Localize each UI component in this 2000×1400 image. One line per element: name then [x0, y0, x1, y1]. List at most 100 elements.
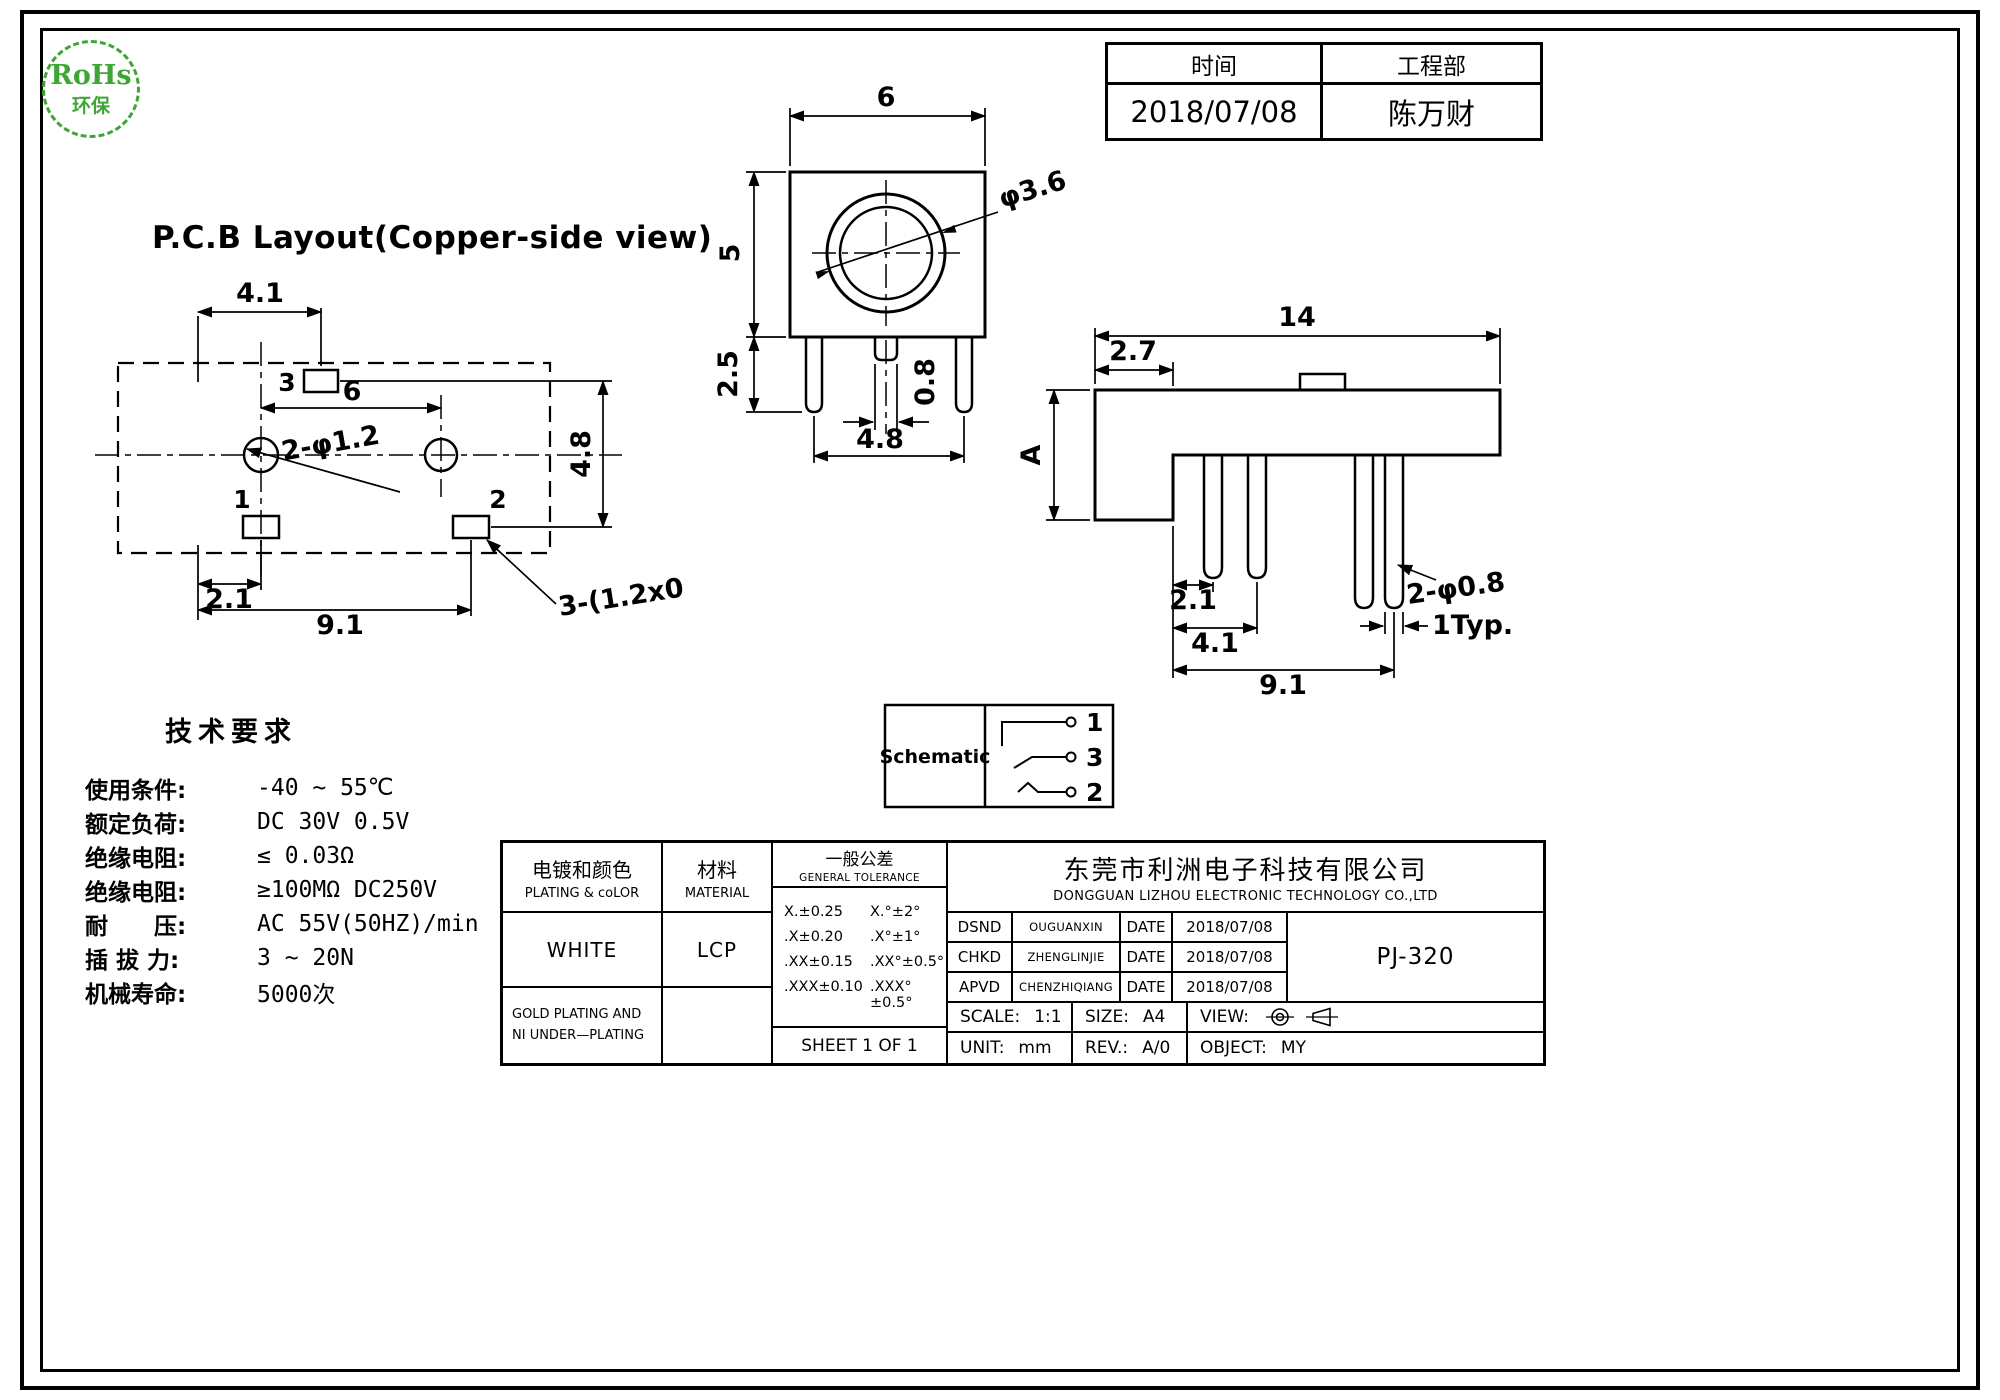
- side-dim-9-1: 9.1: [1259, 670, 1307, 701]
- front-dim-barrel: φ3.6: [995, 165, 1070, 215]
- tech-req-item: 耐 压: AC 55V(50HZ)/min: [85, 907, 515, 941]
- tolerance-value: X.°±2°: [870, 903, 921, 920]
- object-label: OBJECT:: [1200, 1038, 1267, 1058]
- front-dim-pin: 0.8: [910, 358, 941, 406]
- material-header-en: MATERIAL: [684, 885, 750, 901]
- schematic-pin2-label: 2: [1086, 778, 1103, 807]
- sheet-cell: SHEET 1 OF 1: [773, 1028, 948, 1063]
- header-dept-label: 工程部: [1323, 45, 1540, 85]
- tolerance-value: .XXX°±0.5°: [870, 978, 913, 1011]
- unit-cell: UNIT: mm: [948, 1033, 1073, 1063]
- pcb-pin1-label: 1: [233, 485, 250, 514]
- front-dim-width: 6: [877, 82, 896, 113]
- approval-name: ZHENGLINJIE: [1013, 943, 1121, 973]
- schematic-terminal-1: [1065, 716, 1077, 728]
- schematic-terminal-3: [1065, 751, 1077, 763]
- pcb-hole-left: [242, 436, 280, 474]
- side-pin-2b: [1383, 455, 1405, 610]
- pcb-dim-9-1: 9.1: [316, 610, 364, 641]
- pcb-layout-title: P.C.B Layout(Copper-side view): [152, 220, 713, 256]
- header-time-value: 2018/07/08: [1108, 85, 1323, 138]
- schematic-pin1-label: 1: [1086, 708, 1103, 737]
- scale-cell: SCALE: 1:1: [948, 1003, 1073, 1033]
- schematic-pin3-label: 3: [1086, 743, 1103, 772]
- title-block: 电镀和颜色 PLATING & coLOR 材料 MATERIAL 一般公差 G…: [500, 840, 1546, 1066]
- approval-date: 2018/07/08: [1173, 913, 1288, 943]
- tech-req-item: 机械寿命: 5000次: [85, 975, 515, 1009]
- pcb-dim-4-1: 4.1: [236, 278, 284, 309]
- tech-req-item: 插 拔 力: 3 ~ 20N: [85, 941, 515, 975]
- scale-value: 1:1: [1034, 1007, 1062, 1027]
- schematic-box: Schematic 1 3 2: [880, 703, 1115, 809]
- side-body: [1093, 388, 1502, 522]
- rohs-logo-subtext: 环保: [71, 95, 110, 117]
- approval-name: OUGUANXIN: [1013, 913, 1121, 943]
- tech-req-value: 3 ~ 20N: [257, 945, 354, 971]
- side-pin-3: [1246, 455, 1268, 580]
- pcb-hole-right: [423, 437, 459, 473]
- pcb-hole-callout: 2-φ1.2: [279, 420, 382, 468]
- tech-req-value: 5000次: [257, 982, 336, 1008]
- tolerance-header-cn: 一般公差: [825, 850, 894, 870]
- pcb-layout-view: 4.1 6 2-φ1.2 4.8 2.1 9.1 3-(1.2x0: [95, 278, 686, 641]
- plating-note-cell: GOLD PLATING AND NI UNDER—PLATING: [503, 988, 663, 1063]
- view-label: VIEW:: [1200, 1007, 1249, 1027]
- front-body: [788, 170, 987, 339]
- pcb-pad-3: [302, 368, 340, 394]
- pcb-pin3-label: 3: [278, 368, 295, 397]
- company-cell: 东莞市利洲电子科技有限公司 DONGGUAN LIZHOU ELECTRONIC…: [948, 843, 1543, 913]
- material-header-cell: 材料 MATERIAL: [663, 843, 773, 913]
- front-leg-right: [954, 337, 974, 414]
- approval-date-label: DATE: [1121, 973, 1173, 1003]
- company-name-en: DONGGUAN LIZHOU ELECTRONIC TECHNOLOGY CO…: [1053, 889, 1438, 904]
- front-view: 6 5 2.5 φ3.6 0.8 4.8: [713, 82, 1070, 463]
- approval-date-label: DATE: [1121, 943, 1173, 973]
- tech-req-label: 机械寿命:: [85, 982, 187, 1008]
- part-number-cell: PJ-320: [1288, 913, 1543, 1003]
- plating-note-line2: NI UNDER—PLATING: [512, 1027, 645, 1043]
- pcb-outline: [116, 361, 552, 555]
- tolerance-value: .XX±0.15: [784, 953, 853, 970]
- plating-header-cell: 电镀和颜色 PLATING & coLOR: [503, 843, 663, 913]
- tech-req-item: 绝缘电阻: ≤ 0.03Ω: [85, 839, 515, 873]
- schematic-terminal-2: [1065, 786, 1077, 798]
- side-pin-2a: [1353, 455, 1375, 610]
- first-angle-projection-icon: [1265, 1006, 1339, 1028]
- pcb-pad-1: [241, 514, 281, 540]
- approval-role: DSND: [948, 913, 1013, 943]
- tech-req-label: 耐 压:: [85, 914, 187, 940]
- outer-border-frame: [20, 10, 1980, 1390]
- side-typ-callout: 1Typ.: [1432, 610, 1513, 641]
- material-value-cell: LCP: [663, 913, 773, 988]
- side-dim-2-1: 2.1: [1169, 585, 1217, 616]
- tolerance-header-en: GENERAL TOLERANCE: [799, 872, 920, 884]
- scale-label: SCALE:: [960, 1007, 1021, 1027]
- size-value: A4: [1142, 1007, 1166, 1027]
- pcb-pin2-label: 2: [489, 485, 506, 514]
- rev-label: REV.:: [1085, 1038, 1129, 1058]
- pcb-dim-4-8: 4.8: [566, 430, 597, 478]
- tech-req-label: 插 拔 力:: [85, 948, 180, 974]
- projection-circle-icon: [1265, 1008, 1294, 1026]
- plating-note-line1: GOLD PLATING AND: [512, 1006, 642, 1022]
- rev-cell: REV.: A/0: [1073, 1033, 1188, 1063]
- approval-date: 2018/07/08: [1173, 973, 1288, 1003]
- material-header-cn: 材料: [697, 857, 737, 882]
- tech-req-title: 技术要求: [165, 717, 297, 748]
- schematic-label: Schematic: [880, 746, 991, 768]
- tech-req-value: ≤ 0.03Ω: [257, 843, 354, 869]
- rohs-logo-text: RoHs: [50, 60, 132, 91]
- approval-name: CHENZHIQIANG: [1013, 973, 1121, 1003]
- rohs-logo: RoHs 环保: [42, 40, 140, 138]
- approval-role: CHKD: [948, 943, 1013, 973]
- object-value: MY: [1280, 1038, 1306, 1058]
- tech-req-value: -40 ~ 55℃: [257, 775, 394, 801]
- schematic-wire-3: [1013, 756, 1066, 769]
- tolerance-grid: X.±0.25 X.°±2° .X±0.20 .X°±1° .XX±0.15 .…: [773, 904, 946, 1011]
- side-pin-1: [1202, 455, 1224, 580]
- material-empty-cell: [663, 988, 773, 1063]
- tech-req-value: AC 55V(50HZ)/min: [257, 911, 479, 937]
- approval-date: 2018/07/08: [1173, 943, 1288, 973]
